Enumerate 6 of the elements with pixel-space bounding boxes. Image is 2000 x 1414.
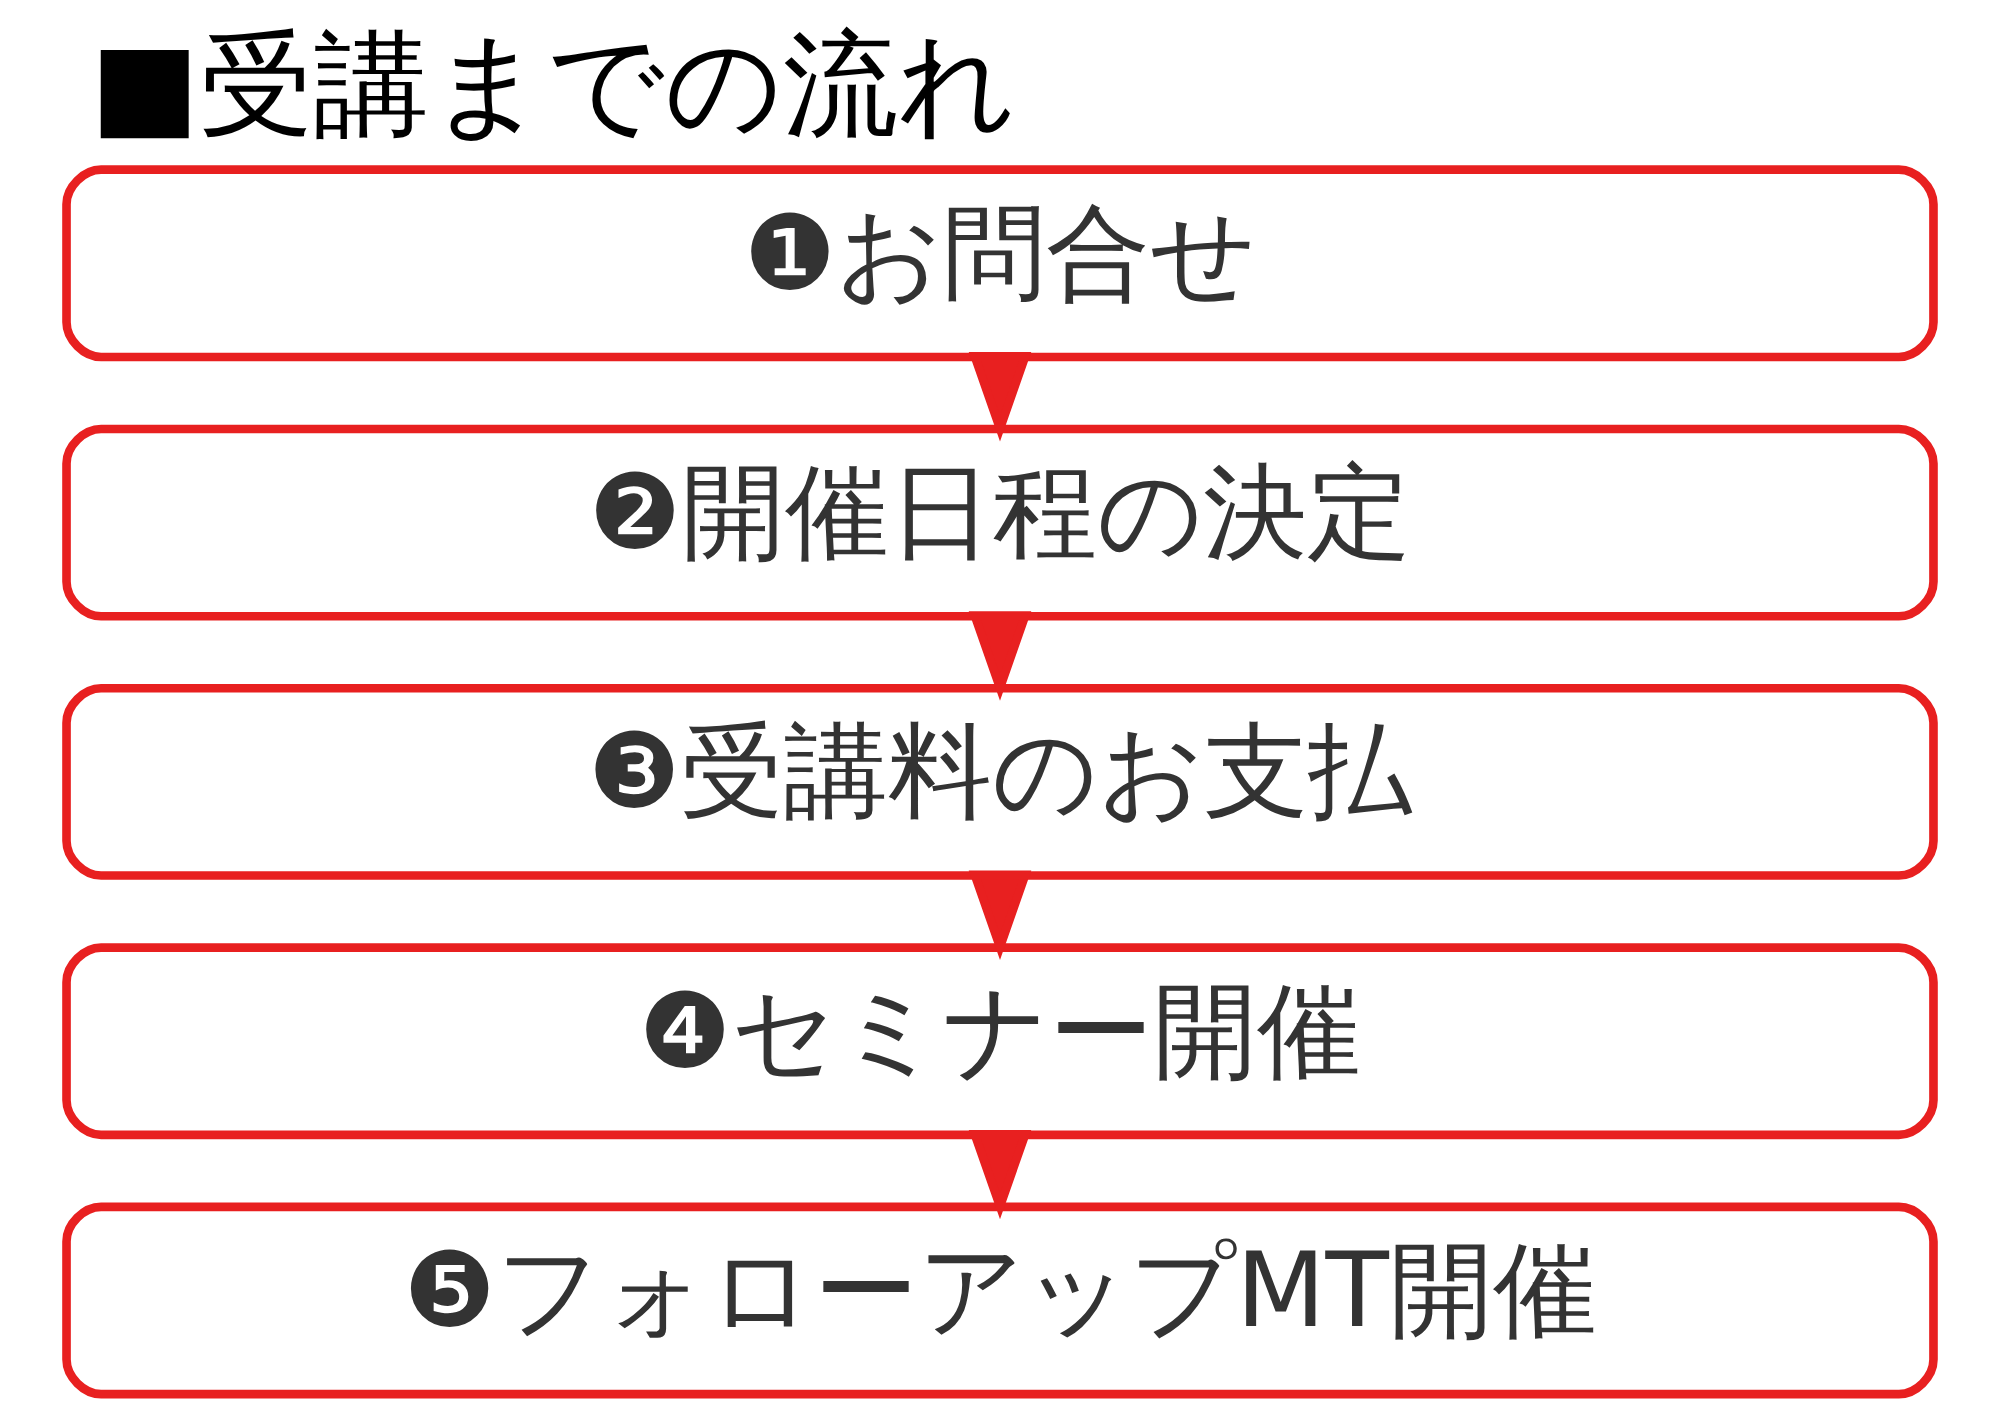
- arrow: [968, 870, 1032, 960]
- arrow: [968, 352, 1032, 442]
- arrow: [968, 1129, 1032, 1220]
- diagram-title: ■受講までの流れ: [90, 16, 1017, 151]
- arrow: [968, 611, 1032, 701]
- node-box: ❺フォローアップMT開催: [62, 1202, 1938, 1399]
